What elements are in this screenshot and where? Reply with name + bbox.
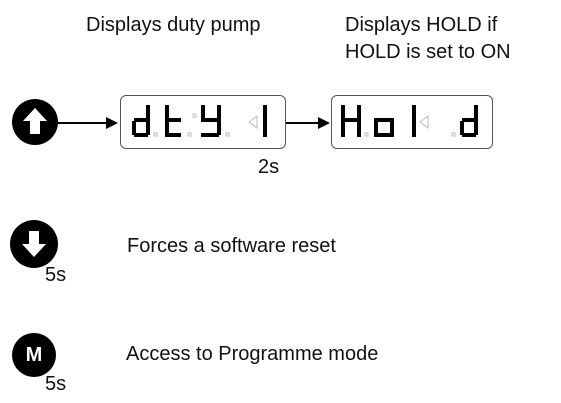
lcd-segments-hold	[341, 105, 478, 137]
up-button	[12, 99, 58, 145]
m-button-label: M	[25, 344, 43, 366]
down-button	[10, 220, 58, 268]
m-button: M	[12, 333, 56, 377]
lcd-display-duty	[120, 95, 286, 149]
delay-label: 2s	[258, 156, 280, 178]
caption-duty-pump: Displays duty pump	[86, 14, 261, 36]
caption-hold-line2: HOLD is set to ON	[345, 41, 511, 63]
up-arrow-icon	[23, 108, 47, 134]
software-reset-text: Forces a software reset	[127, 235, 336, 257]
caption-hold-line1: Displays HOLD if	[345, 14, 498, 36]
programme-mode-text: Access to Programme mode	[126, 343, 379, 365]
lcd-segments-duty	[132, 105, 267, 137]
down-arrow-icon	[22, 231, 46, 257]
down-hold-time: 5s	[45, 264, 67, 286]
lcd-display-hold	[331, 95, 493, 149]
m-hold-time: 5s	[45, 373, 67, 395]
